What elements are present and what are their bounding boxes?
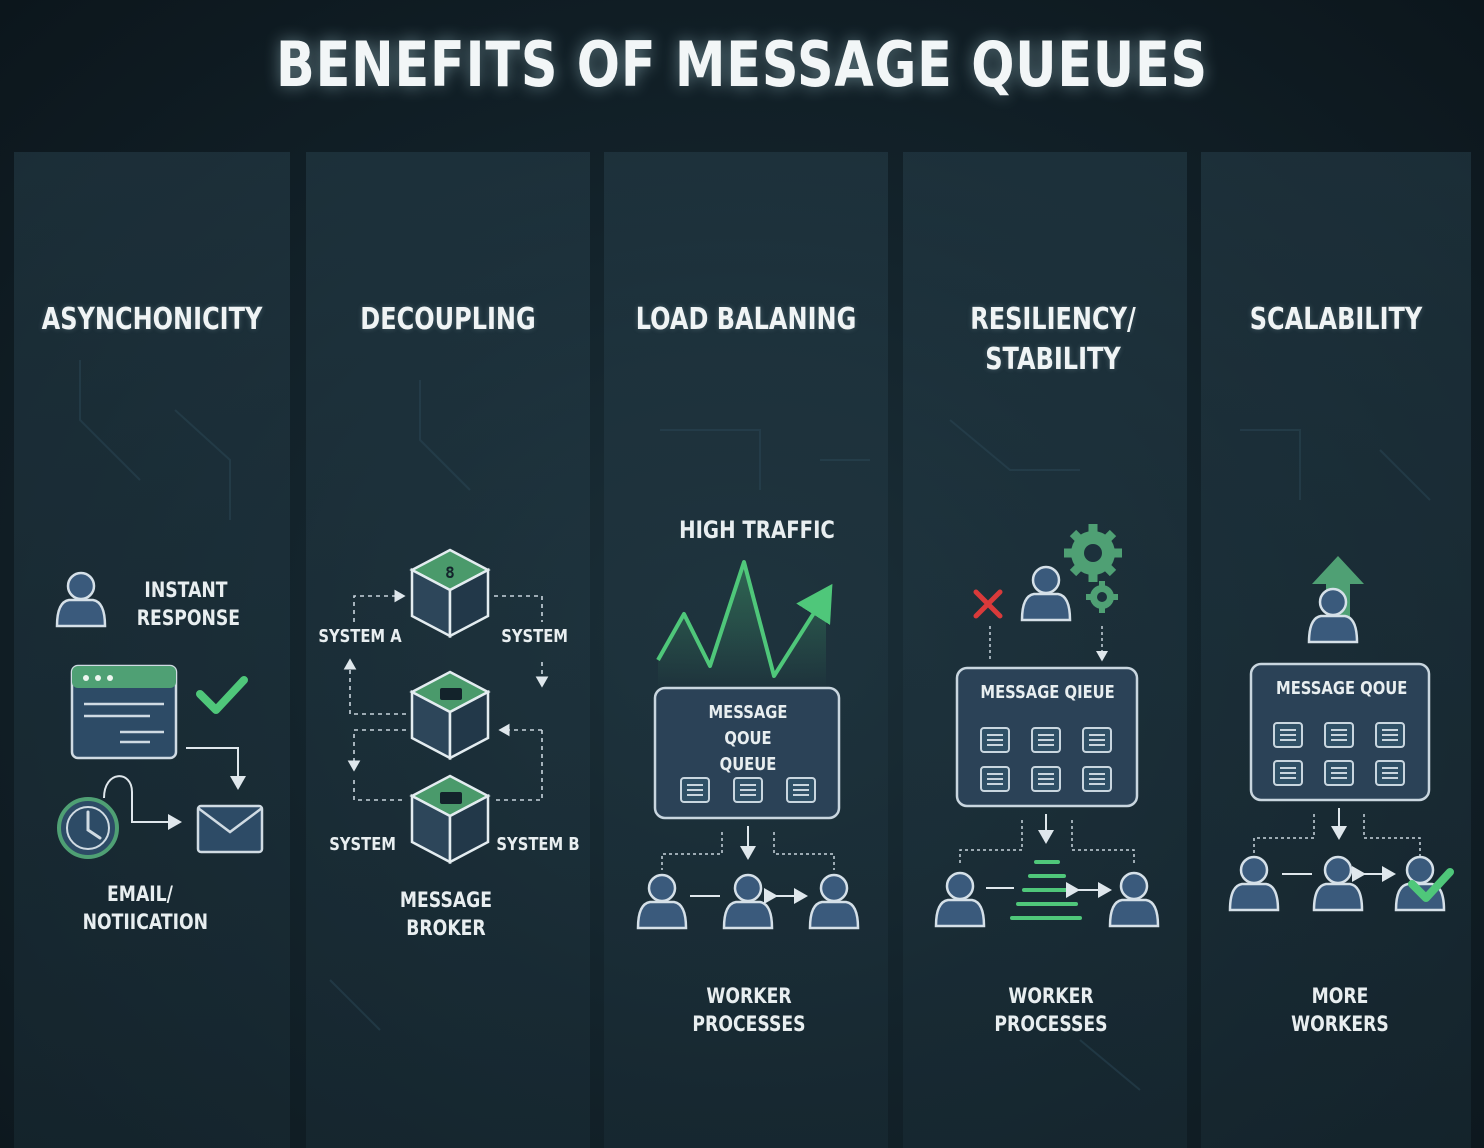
column-title-resiliency: RESILIENCY/ STABILITY [970, 302, 1136, 377]
person-icon [722, 873, 774, 930]
queue-box-icon [1249, 662, 1431, 802]
queue-box-icon [653, 686, 841, 820]
panel-resiliency [903, 152, 1187, 1148]
asynchronicity-diagram [55, 571, 264, 859]
clock-icon [57, 797, 119, 859]
scalability-diagram [1228, 556, 1454, 912]
panel-scalability [1201, 152, 1471, 1148]
cube-icon [410, 670, 490, 760]
checkmark-icon [1408, 868, 1454, 902]
resiliency-diagram [934, 524, 1160, 928]
column-title-decoupling: DECOUPLING [360, 302, 536, 337]
panel-asynchronicity [14, 152, 290, 1148]
label-instant-response: INSTANT RESPONSE [136, 578, 241, 630]
person-icon [1228, 855, 1280, 912]
browser-window-icon [70, 664, 178, 760]
label-high-traffic: HIGH TRAFFIC [679, 516, 835, 544]
traffic-line-icon [656, 560, 833, 678]
checkmark-icon [196, 676, 248, 714]
person-icon [934, 871, 986, 928]
column-title-load-balancing: LOAD BALANING [635, 302, 857, 337]
label-queue-resiliency: MESSAGE QIEUE [980, 682, 1115, 703]
person-icon [1312, 855, 1364, 912]
column-title-asynchronicity: ASYNCHONICITY [41, 302, 263, 337]
person-icon [808, 873, 860, 930]
label-system-a: SYSTEM A [318, 626, 402, 647]
person-icon [1108, 871, 1160, 928]
queue-box-icon [955, 666, 1139, 808]
decoupling-diagram: 8 [343, 548, 549, 864]
label-email-notification: EMAIL/ NOTIICATION [82, 882, 209, 934]
label-worker-processes-lb: WORKER PROCESSES [692, 984, 806, 1036]
person-icon [1020, 565, 1072, 622]
cube-icon [410, 774, 490, 864]
x-mark-icon [973, 589, 1003, 619]
svg-text:8: 8 [445, 563, 455, 582]
label-system-b: SYSTEM B [496, 834, 580, 855]
label-message-broker: MESSAGE BROKER [399, 888, 493, 940]
page-title: BENEFITS OF MESSAGE QUEUES [275, 28, 1209, 101]
panel-decoupling [306, 152, 590, 1148]
label-worker-processes-res: WORKER PROCESSES [994, 984, 1108, 1036]
label-system-bottom-left: SYSTEM [329, 834, 396, 855]
column-title-scalability: SCALABILITY [1249, 302, 1423, 337]
label-queue-load-balancing: MESSAGE QOUE QUEUE [708, 702, 788, 775]
label-system-top-right: SYSTEM [501, 626, 568, 647]
person-icon [55, 571, 107, 628]
person-icon [636, 873, 688, 930]
gear-icon [1064, 524, 1122, 613]
label-more-workers: MORE WORKERS [1291, 984, 1389, 1036]
circuit-background [79, 360, 1431, 1091]
envelope-icon [196, 804, 264, 854]
label-queue-scalability: MESSAGE QOUE [1276, 678, 1408, 699]
load-balancing-diagram [636, 560, 860, 930]
